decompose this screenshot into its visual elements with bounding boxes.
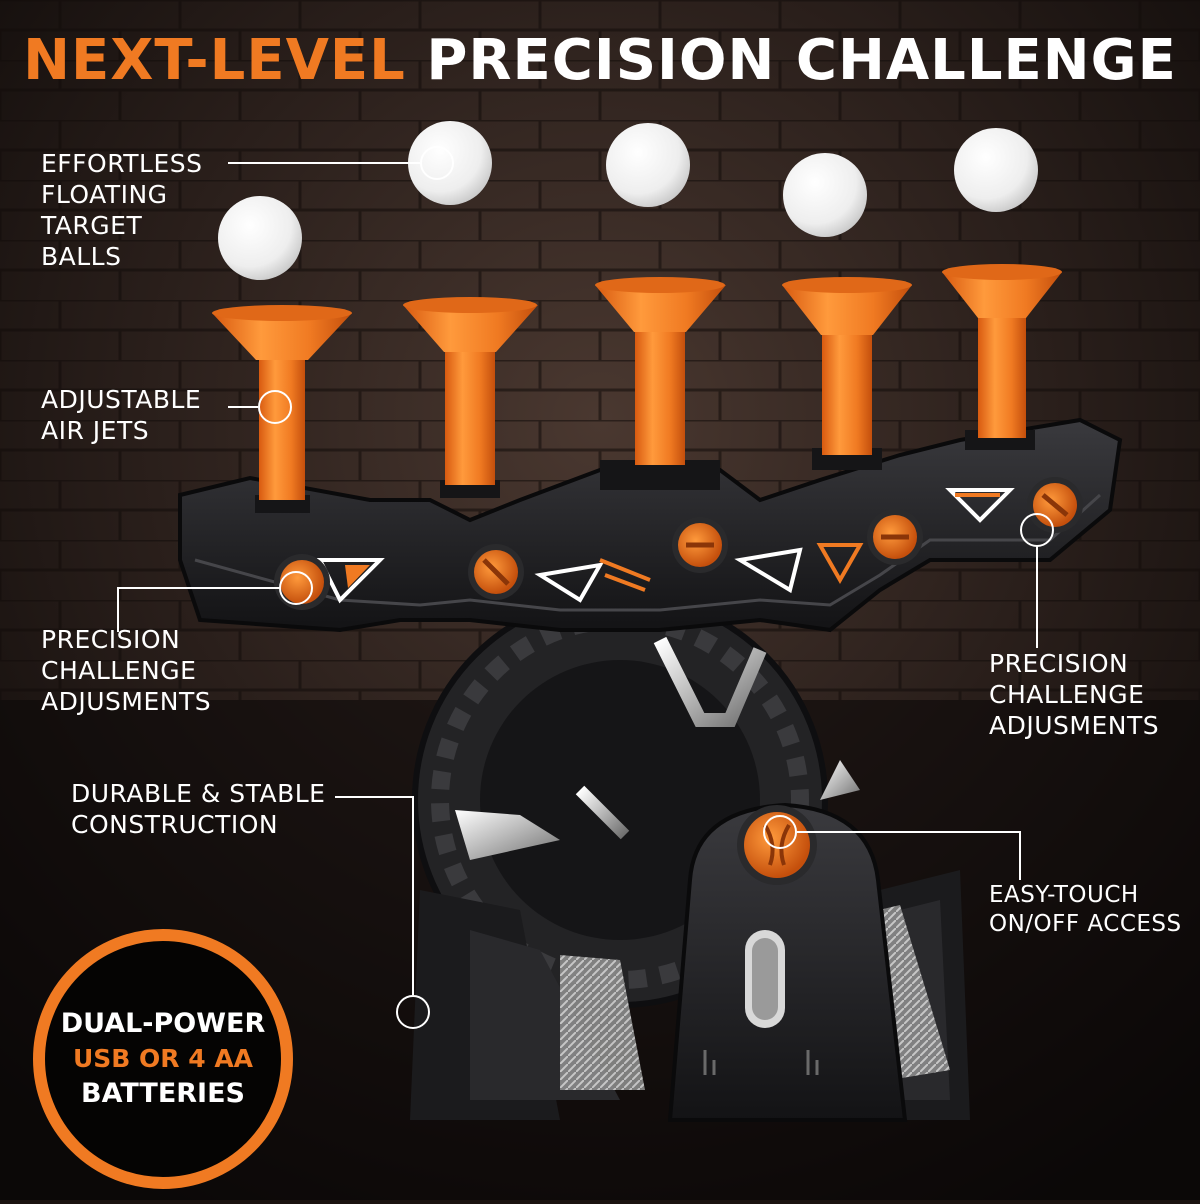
- badge-line-2: USB OR 4 AA: [72, 1044, 254, 1073]
- adjustment-knobs: [274, 477, 1083, 610]
- callout-construction: DURABLE & STABLE CONSTRUCTION: [71, 779, 326, 839]
- callout-adjustments-right: PRECISION CHALLENGE ADJUSMENTS: [989, 649, 1160, 740]
- callout-lines: [117, 146, 1054, 1029]
- target-bar: [178, 417, 1123, 633]
- callout-adjustments-left: PRECISION CHALLENGE ADJUSMENTS: [41, 625, 212, 716]
- badge-line-1: DUAL-POWER: [60, 1008, 266, 1039]
- air-jet-tubes: [212, 264, 1062, 513]
- power-knob: [737, 805, 817, 885]
- headline-rest: PRECISION CHALLENGE: [426, 28, 1177, 93]
- callout-air-jets: ADJUSTABLE AIR JETS: [41, 385, 202, 445]
- callout-power-switch: EASY-TOUCH ON/OFF ACCESS: [989, 882, 1182, 937]
- headline-accent: NEXT-LEVEL: [23, 28, 406, 93]
- callout-floating-balls: EFFORTLESS FLOATING TARGET BALLS: [41, 149, 203, 271]
- floating-target-balls: [218, 121, 1038, 280]
- badge-line-3: BATTERIES: [80, 1078, 245, 1109]
- headline: NEXT-LEVEL PRECISION CHALLENGE: [0, 28, 1200, 93]
- dual-power-badge: DUAL-POWER USB OR 4 AA BATTERIES: [33, 929, 293, 1189]
